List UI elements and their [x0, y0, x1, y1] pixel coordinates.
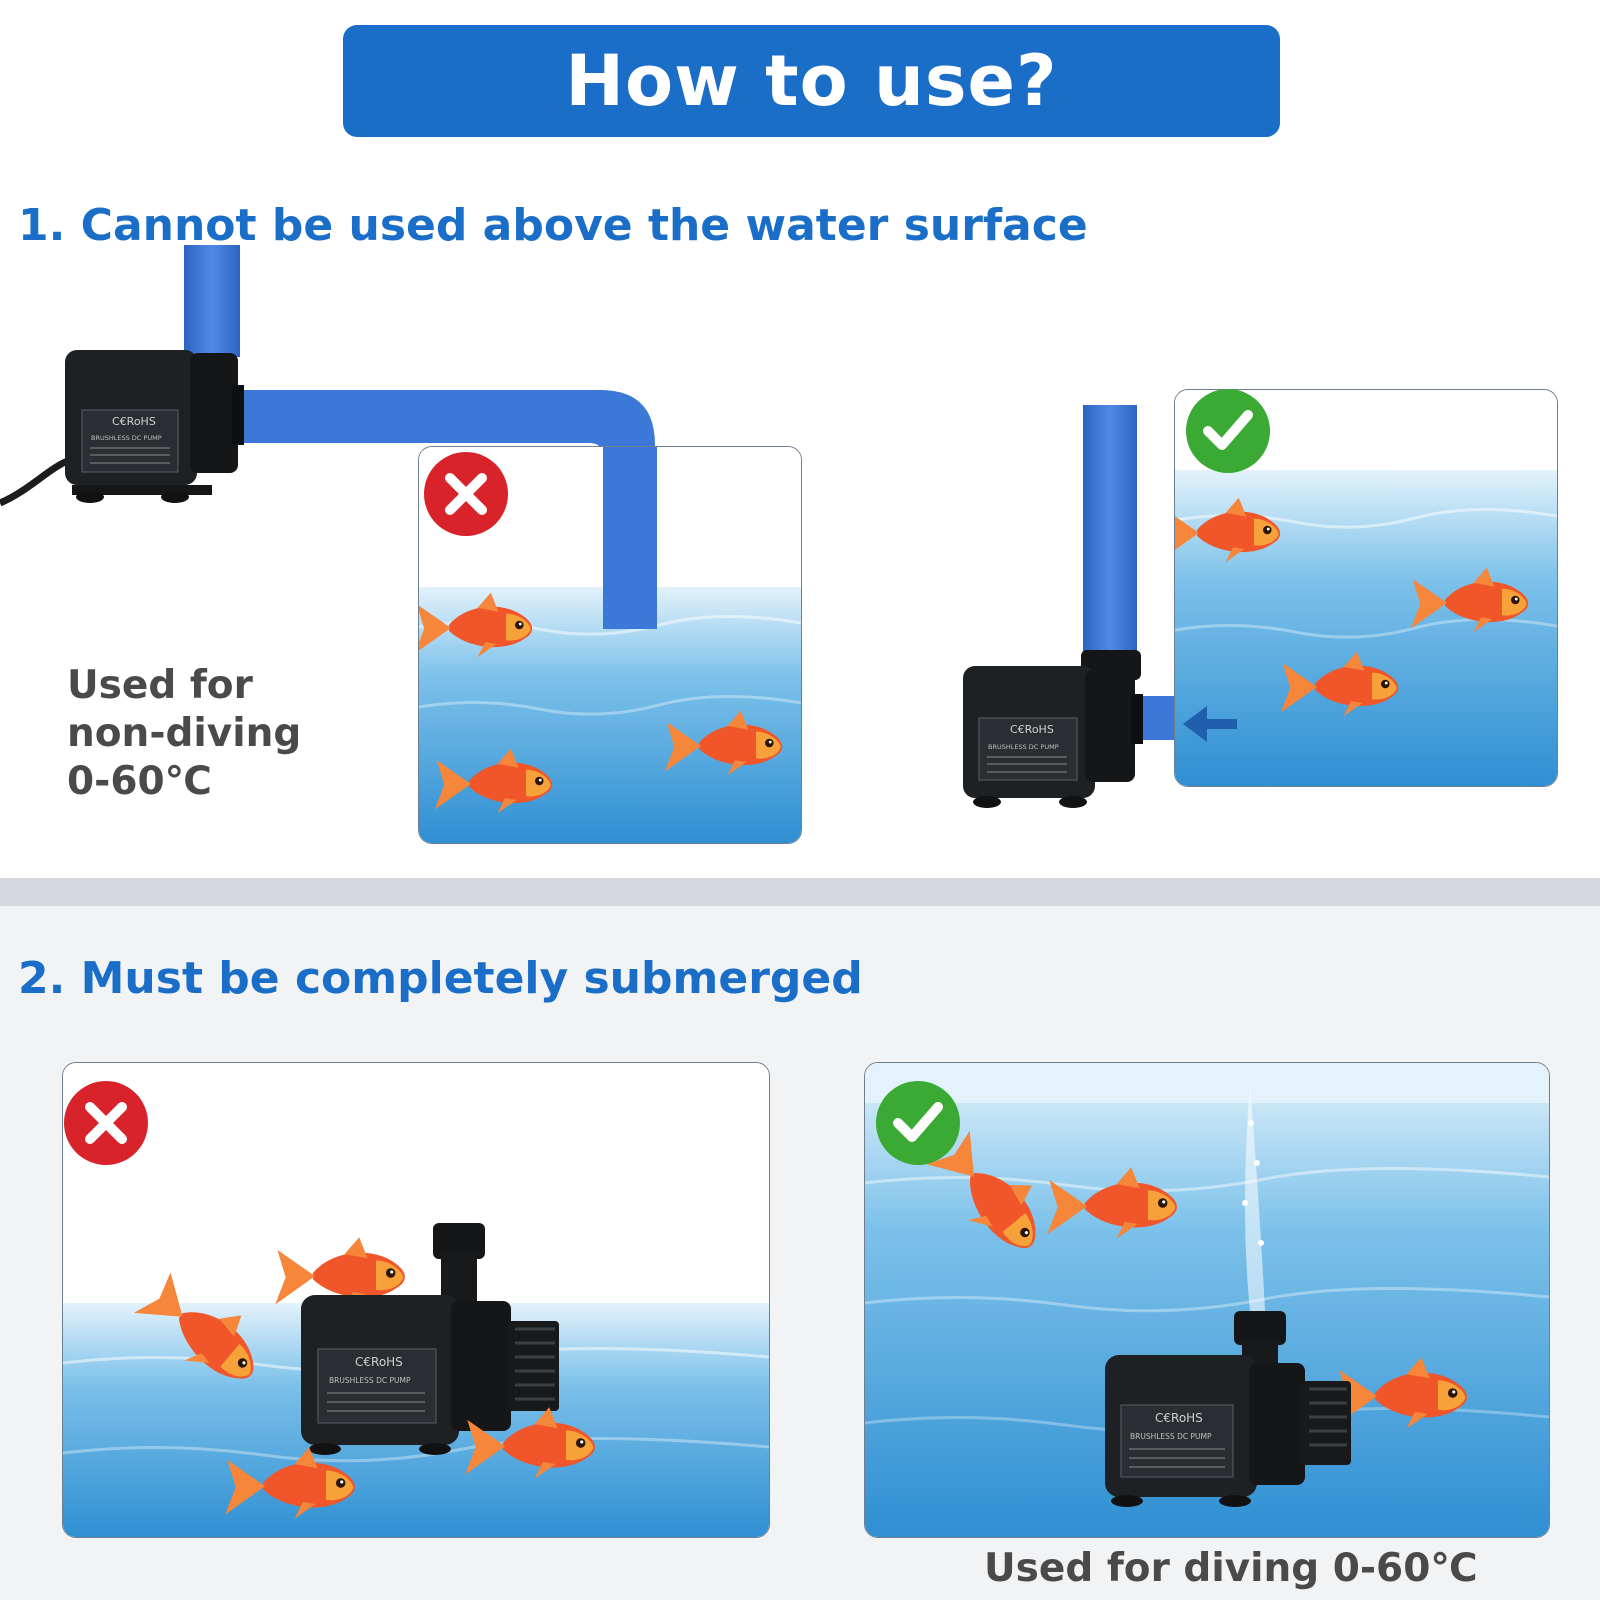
scene-partially-submerged: C€RoHS BRUSHLESS DC PUMP: [62, 1062, 770, 1538]
svg-text:BRUSHLESS DC PUMP: BRUSHLESS DC PUMP: [988, 743, 1059, 751]
pump-icon: C€RoHS BRUSHLESS DC PUMP: [963, 666, 1143, 808]
water-jet: [1242, 1083, 1265, 1311]
wrong-x-icon: [64, 1081, 148, 1165]
section-divider: [0, 878, 1600, 906]
caption-line: 0-60℃: [67, 759, 212, 804]
non-diving-caption: Used for non-diving 0-60℃: [67, 662, 301, 806]
power-cord: [0, 456, 72, 507]
svg-text:C€RoHS: C€RoHS: [1155, 1411, 1203, 1425]
pump-correct-illustration: C€RoHS BRUSHLESS DC PUMP: [963, 405, 1185, 808]
svg-text:BRUSHLESS DC PUMP: BRUSHLESS DC PUMP: [1130, 1432, 1212, 1441]
title-banner: How to use?: [343, 25, 1280, 137]
pipe-end: [603, 447, 657, 629]
svg-text:C€RoHS: C€RoHS: [1010, 723, 1054, 736]
pump-icon: C€RoHS BRUSHLESS DC PUMP: [65, 350, 244, 503]
correct-check-icon: [1186, 389, 1270, 473]
svg-text:C€RoHS: C€RoHS: [355, 1355, 403, 1369]
section2-heading: 2. Must be completely submerged: [18, 953, 863, 1004]
inlet-arrow-icon: [1183, 706, 1237, 742]
outlet-pipe: [184, 245, 240, 357]
scene-fully-submerged: C€RoHS BRUSHLESS DC PUMP: [864, 1062, 1550, 1538]
caption-line: Used for: [67, 663, 253, 708]
outlet-pipe: [1083, 405, 1137, 665]
wrong-x-icon: [424, 452, 508, 536]
section1-heading: 1. Cannot be used above the water surfac…: [18, 200, 1088, 251]
scene-pump-correct: [1174, 389, 1558, 787]
page-title: How to use?: [565, 40, 1058, 122]
svg-text:C€RoHS: C€RoHS: [112, 415, 156, 428]
caption-line: non-diving: [67, 711, 302, 756]
svg-text:BRUSHLESS DC PUMP: BRUSHLESS DC PUMP: [329, 1376, 411, 1385]
svg-text:BRUSHLESS DC PUMP: BRUSHLESS DC PUMP: [91, 434, 162, 442]
pump-icon: C€RoHS BRUSHLESS DC PUMP: [1105, 1311, 1351, 1507]
pump-icon: C€RoHS BRUSHLESS DC PUMP: [301, 1223, 559, 1455]
diving-caption: Used for diving 0-60℃: [984, 1546, 1478, 1591]
correct-check-icon: [876, 1081, 960, 1165]
